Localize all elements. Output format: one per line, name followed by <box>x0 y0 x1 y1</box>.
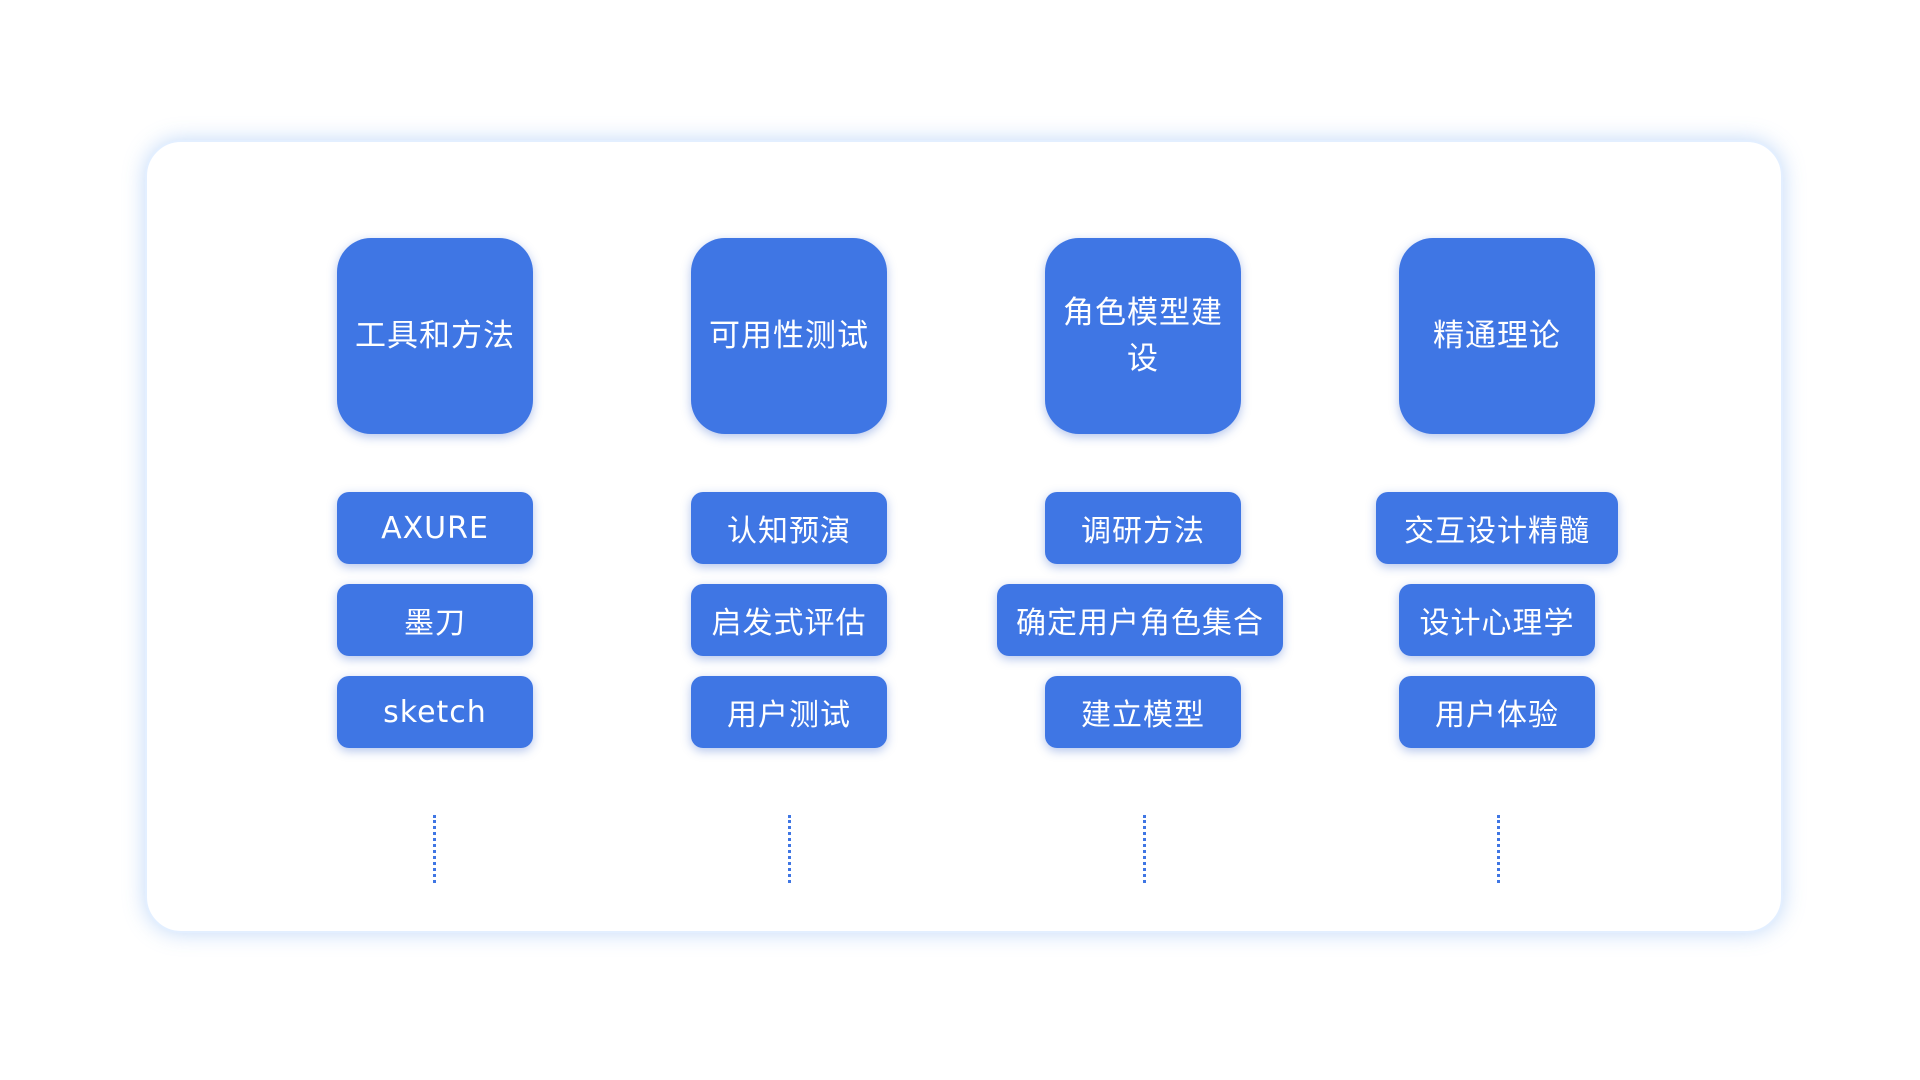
more-items-dotted-line <box>1497 815 1500 883</box>
item-pill: 认知预演 <box>691 492 887 564</box>
item-label: 用户测试 <box>727 698 851 733</box>
item-label: AXURE <box>381 510 489 546</box>
item-pill: 设计心理学 <box>1399 584 1595 656</box>
item-pill: 启发式评估 <box>691 584 887 656</box>
item-label: 建立模型 <box>1081 698 1205 733</box>
category-title: 可用性测试 <box>709 318 869 354</box>
more-items-dotted-line <box>1143 815 1146 883</box>
more-items-dotted-line <box>433 815 436 883</box>
category-tile-persona: 角色模型建设 <box>1045 238 1241 434</box>
item-pill: 建立模型 <box>1045 676 1241 748</box>
item-label: 用户体验 <box>1435 698 1559 733</box>
item-label: 交互设计精髓 <box>1404 514 1590 549</box>
item-label: 设计心理学 <box>1419 606 1575 641</box>
item-label: 确定用户角色集合 <box>1016 606 1264 641</box>
category-title: 工具和方法 <box>355 318 515 354</box>
item-pill: 墨刀 <box>337 584 533 656</box>
item-pill: AXURE <box>337 492 533 564</box>
more-items-dotted-line <box>788 815 791 883</box>
item-pill: 用户体验 <box>1399 676 1595 748</box>
item-label: 调研方法 <box>1081 514 1205 549</box>
item-pill: sketch <box>337 676 533 748</box>
category-title: 角色模型建设 <box>1063 295 1223 377</box>
item-pill: 调研方法 <box>1045 492 1241 564</box>
category-tile-theory: 精通理论 <box>1399 238 1595 434</box>
category-title: 精通理论 <box>1433 318 1561 354</box>
item-pill: 用户测试 <box>691 676 887 748</box>
category-tile-tools: 工具和方法 <box>337 238 533 434</box>
item-label: 启发式评估 <box>711 606 867 641</box>
diagram-card: 工具和方法 AXURE 墨刀 sketch 可用性测试 认知预演 启发式评估 用… <box>145 140 1783 933</box>
item-pill: 确定用户角色集合 <box>997 584 1283 656</box>
item-label: sketch <box>383 694 487 730</box>
item-label: 认知预演 <box>727 514 851 549</box>
item-pill: 交互设计精髓 <box>1376 492 1618 564</box>
item-label: 墨刀 <box>404 606 466 641</box>
category-tile-usability: 可用性测试 <box>691 238 887 434</box>
